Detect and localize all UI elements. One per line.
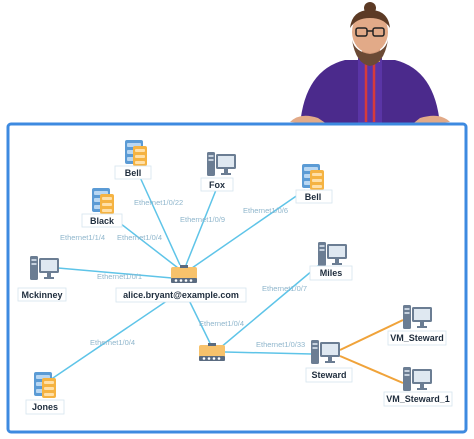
node-mckinney[interactable]: Mckinney [17,256,67,302]
node-label: VM_Steward [390,333,444,343]
link-fox [185,179,221,266]
node-black[interactable]: Black [81,188,123,228]
avatar-illustration [290,2,450,126]
port-label-bell-right: Ethernet1/0/6 [243,206,288,215]
node-miles[interactable]: Miles [309,242,353,281]
port-label-hub-switch: Ethernet1/0/4 [199,319,244,328]
port-label-mckinney: Ethernet1/0/1 [97,272,142,281]
port-label-steward: Ethernet1/0/33 [256,340,305,349]
node-label: Mckinney [21,290,62,300]
node-fox[interactable]: Fox [200,152,236,192]
node-steward[interactable]: Steward [305,340,353,383]
node-bell-right[interactable]: Bell [295,164,333,204]
node-label: VM_Steward_1 [386,394,450,404]
node-jones[interactable]: Jones [25,372,65,415]
port-label-black-b: Ethernet1/0/4 [117,233,162,242]
vm-links [339,319,404,384]
link-jones [49,291,181,381]
node-hub[interactable]: alice.bryant@example.com [115,265,247,303]
link-steward [224,351,313,355]
link-vm-steward [339,319,404,351]
links [49,174,326,381]
port-label-bell: Ethernet1/0/22 [134,198,183,207]
port-label-fox: Ethernet1/0/9 [180,215,225,224]
node-switch-secondary[interactable] [199,343,225,361]
link-miles [219,259,326,349]
port-label-miles: Ethernet1/0/7 [262,284,307,293]
node-label: Miles [320,268,343,278]
node-label: alice.bryant@example.com [123,290,239,300]
switch-icon [171,265,197,283]
node-vm-steward[interactable]: VM_Steward [387,305,447,346]
link-bell [138,174,181,266]
switch-icon [199,343,225,361]
node-label: Fox [209,180,225,190]
node-label: Steward [311,370,346,380]
node-label: Bell [305,192,322,202]
link-mckinney [57,267,173,279]
node-label: Bell [125,168,142,178]
node-label: Black [90,216,115,226]
port-label-jones: Ethernet1/0/4 [90,338,135,347]
link-vm-steward-1 [339,355,404,384]
node-bell-top[interactable]: Bell [114,140,152,180]
node-label: Jones [32,402,58,412]
port-label-black-a: Ethernet1/1/4 [60,233,105,242]
link-bell-right [191,189,306,269]
topology-frame [6,122,468,434]
node-vm-steward-1[interactable]: VM_Steward_1 [383,367,453,407]
